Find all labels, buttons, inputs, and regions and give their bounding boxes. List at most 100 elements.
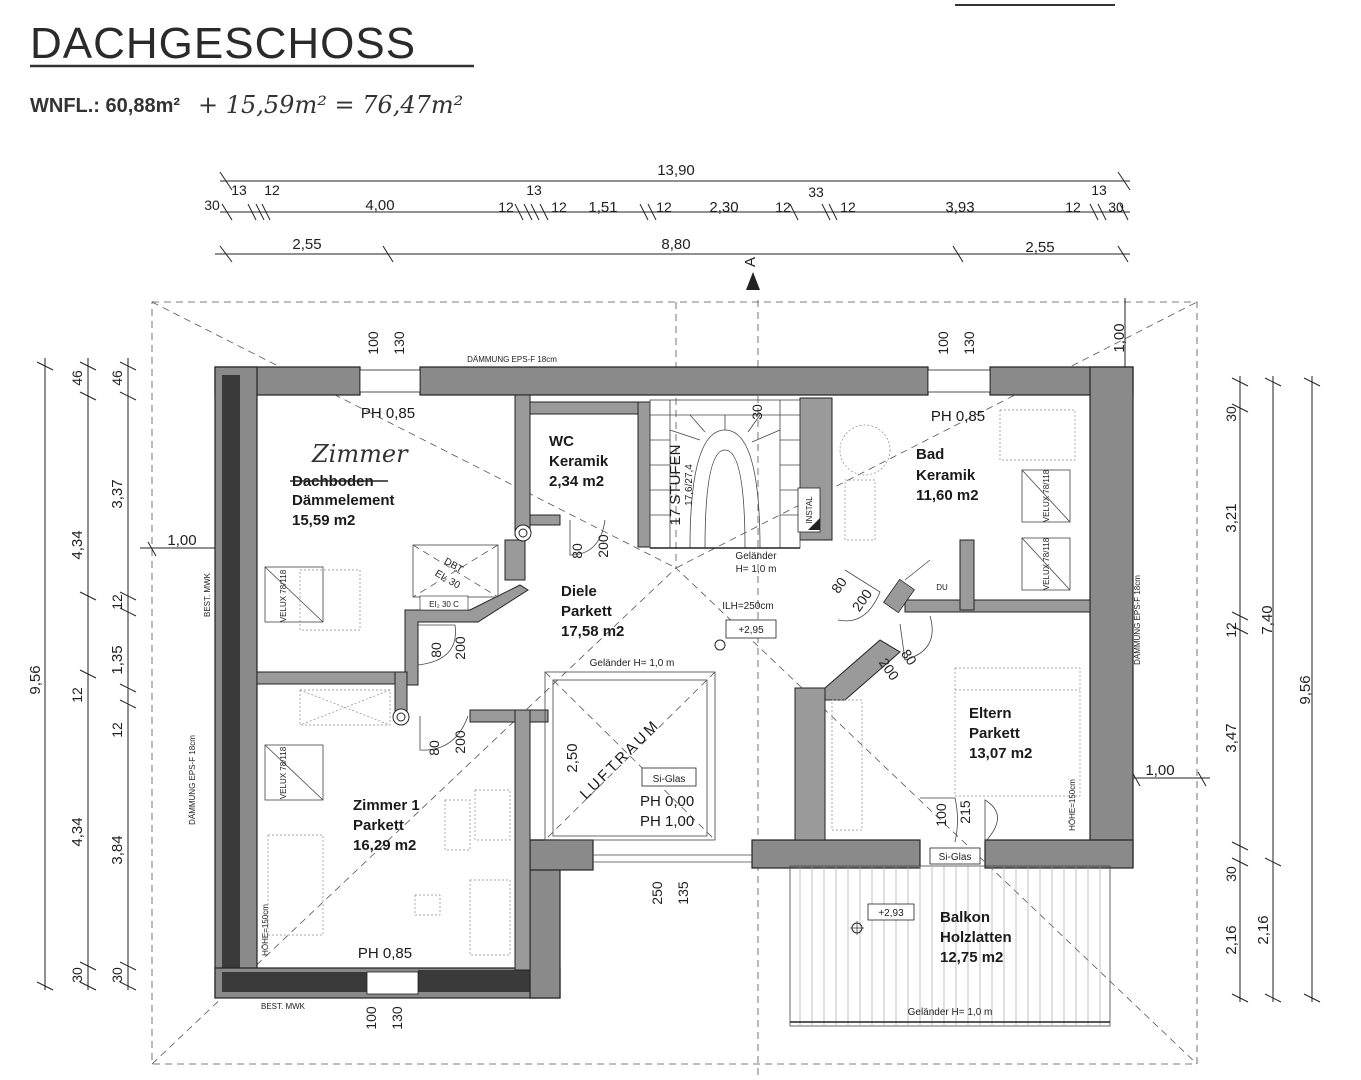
balcony [789,865,1111,1027]
du-label: DU [936,583,948,592]
dim-top-13: 3,93 [945,199,974,216]
insulation-right: DÄMMUNG EPS-F 18cm [1133,575,1142,665]
door-zim1-w: 80 [426,740,442,756]
dim-right-in-0: 30 [1223,406,1239,422]
diele-name: Diele [561,583,597,600]
insulation-left: DÄMMUNG EPS-F 18cm [188,735,197,825]
bad-floor: Keramik [916,467,976,484]
instal-box [797,487,821,533]
dim-left-in-4: 12 [109,722,125,738]
door-wc-h: 200 [595,534,611,558]
stair-size-label: 17,6/27,4 [684,464,695,506]
door-swings [417,519,998,843]
dim-top-9: 2,30 [709,199,738,216]
hoehe-right: HÖHE=150cm [1068,779,1077,831]
luftraum-ph-1: PH 0,00 [640,793,694,810]
dim-top-0: 30 [204,197,220,213]
dim-left-mid-0: 46 [69,370,85,386]
win-top-right-h: 130 [961,331,977,355]
balkon-level: +2,93 [878,908,904,919]
wnfl-handwritten: + 15,59m² = 76,47m² [198,91,463,119]
door-eltern-w: 80 [898,646,920,668]
dbt-diag-2 [412,544,499,598]
du-link [904,559,931,581]
dachboden-line2: Dämmelement [292,492,395,509]
zimmer1-floor: Parkett [353,817,404,834]
ei30c-box [419,595,469,611]
dim-left-total: 9,56 [27,665,44,694]
wnfl-printed: WNFL.: 60,88m² [30,95,180,117]
balkon-floor: Holzlatten [940,929,1012,946]
instal-mark [808,518,820,530]
balkon-gelaender: Geländer H= 1,0 m [908,1007,993,1018]
stair-gelaender-2: H= 1,0 m [736,564,777,575]
dim-left-mid-3: 4,34 [69,817,86,846]
wc-floor: Keramik [549,453,609,470]
door-zim1-h: 200 [452,730,468,754]
dim-right-in-5: 2,16 [1223,925,1240,954]
door-balkon-h: 215 [957,800,973,824]
door-bad-w: 80 [828,574,850,596]
stair-dim: 30 [749,404,765,420]
dim-right-mid-1: 2,16 [1255,915,1272,944]
dim-left-in-1: 3,37 [109,479,126,508]
dim-top-3: 4,00 [365,197,394,214]
level-diele-mark [714,639,726,651]
dim-right-in-1: 3,21 [1223,503,1240,532]
eltern-name: Eltern [969,705,1012,722]
dim-top-6: 12 [551,199,567,215]
stair-gelaender-1: Geländer [735,551,777,562]
diele-level: +2,95 [738,625,764,636]
diele-floor: Parkett [561,603,612,620]
zimmer1-name: Zimmer 1 [353,797,420,814]
room-bad: Bad Keramik 11,60 m2 [916,446,979,504]
dim-axis-left: 2,55 [292,236,321,253]
left-dimensions [36,358,245,991]
dim-top-15: 13 [1091,182,1107,198]
dim-top-4: 12 [498,199,514,215]
room-eltern: Eltern Parkett 13,07 m2 [969,705,1032,762]
room-balkon: Balkon Holzlatten 12,75 m2 [940,909,1012,966]
dim-right-in-2: 12 [1223,622,1239,638]
win-top-left-h: 130 [391,331,407,355]
velux-2: VELUX 78/118 [279,746,288,799]
staircase [649,399,801,549]
luftraum-void [544,671,716,841]
furniture [267,409,1081,956]
win-bottom-h: 130 [389,1006,405,1030]
dim-right-mid-0: 7,40 [1259,605,1276,634]
zimmer1-area: 16,29 m2 [353,837,416,854]
win-top-left-w: 100 [365,331,381,355]
dim-left-in-3: 1,35 [109,645,126,674]
luftraum-gelaender: Geländer H= 1,0 m [590,658,675,669]
dachboden-area: 15,59 m2 [292,512,355,529]
diele-area: 17,58 m2 [561,623,624,640]
section-marker-a: A [742,257,760,1075]
door-balkon-w: 100 [933,803,949,827]
insulation-top: DÄMMUNG EPS-F 18cm [467,355,557,364]
luftraum-label: LUFTRAUM [577,716,664,803]
ei30c-label: EI₂ 30 C [429,600,459,609]
dim-left-in-0: 46 [109,370,125,386]
dim-left-overhang: 1,00 [167,532,196,549]
dim-left-mid-1: 4,34 [69,530,86,559]
inner-walls [256,394,1091,971]
instal-label: INSTAL [805,496,814,524]
stair-count-label: 17 STUFEN [667,445,684,526]
section-marker-label: A [742,257,759,267]
balkon-area: 12,75 m2 [940,949,1003,966]
bestmwk-bottom: BEST. MWK [261,1002,306,1011]
top-dimensions [215,171,1131,263]
dim-axis-right: 2,55 [1025,239,1054,256]
room-dachboden: Zimmer Dachboden Dämmelement 15,59 m2 [290,440,409,529]
balkon-name: Balkon [940,909,990,926]
opening-bottom-h: 135 [675,881,691,905]
dim-top-16: 30 [1108,199,1124,215]
dim-right-overhang: 1,00 [1145,762,1174,779]
dim-right-total: 9,56 [1297,675,1314,704]
dim-left-mid-4: 30 [69,967,85,983]
dim-top-10: 12 [775,199,791,215]
wc-name: WC [549,433,574,450]
dim-top-12: 12 [840,199,856,215]
